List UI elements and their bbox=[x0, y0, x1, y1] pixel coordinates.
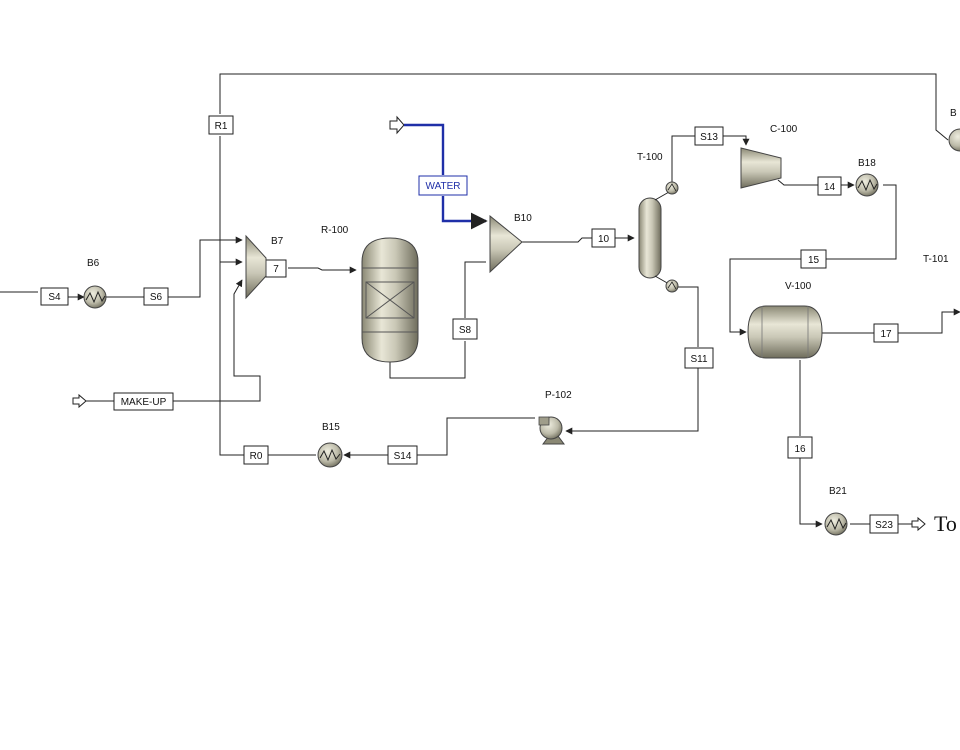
svg-text:B10: B10 bbox=[514, 213, 532, 224]
mixer-B10[interactable]: B10 bbox=[489, 213, 532, 274]
svg-text:B18: B18 bbox=[858, 158, 876, 169]
svg-text:S11: S11 bbox=[690, 354, 707, 365]
svg-text:7: 7 bbox=[273, 264, 279, 275]
column-T101-label: T-101 bbox=[923, 254, 949, 265]
svg-text:To: To bbox=[934, 511, 957, 536]
stream-label-R1[interactable]: R1 bbox=[208, 115, 234, 135]
stream-label-14[interactable]: 14 bbox=[817, 176, 842, 196]
water-stream bbox=[389, 115, 488, 230]
stream-label-S23[interactable]: S23 bbox=[869, 514, 899, 534]
svg-text:17: 17 bbox=[880, 329, 892, 340]
svg-text:14: 14 bbox=[824, 182, 836, 193]
svg-text:T-100: T-100 bbox=[637, 152, 663, 163]
mixer-B7[interactable]: B7 bbox=[245, 234, 284, 300]
heat-exchanger-B21[interactable]: B21 bbox=[824, 486, 848, 536]
reactor-R100[interactable]: R-100 bbox=[321, 225, 419, 363]
svg-text:T-101: T-101 bbox=[923, 254, 949, 265]
stream-label-10[interactable]: 10 bbox=[591, 228, 616, 248]
svg-text:S23: S23 bbox=[875, 520, 893, 531]
stream-label-17[interactable]: 17 bbox=[873, 323, 899, 343]
svg-text:C-100: C-100 bbox=[770, 124, 798, 135]
stream-label-S6[interactable]: S6 bbox=[143, 287, 169, 306]
compressor-C100[interactable]: C-100 bbox=[740, 124, 798, 189]
svg-text:R0: R0 bbox=[250, 451, 263, 462]
stream-label-15[interactable]: 15 bbox=[800, 249, 827, 269]
svg-text:MAKE-UP: MAKE-UP bbox=[121, 397, 167, 408]
stream-label-16[interactable]: 16 bbox=[787, 436, 813, 459]
svg-text:15: 15 bbox=[808, 255, 820, 266]
svg-text:S8: S8 bbox=[459, 325, 472, 336]
svg-text:WATER: WATER bbox=[426, 181, 461, 192]
svg-text:R-100: R-100 bbox=[321, 225, 349, 236]
stream-label-S8[interactable]: S8 bbox=[452, 318, 478, 340]
stream-label-S13[interactable]: S13 bbox=[694, 126, 724, 146]
stream-label-R0[interactable]: R0 bbox=[243, 445, 269, 465]
stream-label-MAKE-UP[interactable]: MAKE-UP bbox=[113, 392, 174, 411]
stream-label-7[interactable]: 7 bbox=[265, 259, 287, 278]
svg-text:B21: B21 bbox=[829, 486, 847, 497]
svg-text:S13: S13 bbox=[700, 132, 718, 143]
stream-label-WATER[interactable]: WATER bbox=[418, 175, 468, 196]
heat-exchanger-B6[interactable]: B6 bbox=[83, 258, 107, 309]
makeup-feed-arrow-icon bbox=[72, 393, 87, 409]
stream-label-S11[interactable]: S11 bbox=[684, 347, 714, 369]
svg-text:B: B bbox=[950, 108, 957, 119]
heat-exchanger-B-partial[interactable]: B bbox=[948, 108, 960, 152]
svg-text:10: 10 bbox=[598, 234, 610, 245]
product-arrow-icon bbox=[911, 516, 926, 532]
svg-text:B6: B6 bbox=[87, 258, 100, 269]
svg-text:B15: B15 bbox=[322, 422, 340, 433]
stream-lines bbox=[0, 73, 960, 528]
heat-exchanger-B18[interactable]: B18 bbox=[855, 158, 879, 197]
stream-label-S14[interactable]: S14 bbox=[387, 445, 418, 465]
to-annotation: To bbox=[934, 511, 957, 536]
flash-drum-V100[interactable]: V-100 bbox=[747, 281, 823, 359]
svg-text:R1: R1 bbox=[215, 121, 228, 132]
heat-exchanger-B15[interactable]: B15 bbox=[317, 422, 343, 468]
stream-label-S4[interactable]: S4 bbox=[40, 287, 69, 306]
svg-text:S4: S4 bbox=[48, 292, 61, 303]
svg-text:16: 16 bbox=[794, 444, 806, 455]
svg-text:P-102: P-102 bbox=[545, 390, 572, 401]
svg-text:S14: S14 bbox=[394, 451, 412, 462]
svg-text:S6: S6 bbox=[150, 292, 163, 303]
svg-text:V-100: V-100 bbox=[785, 281, 812, 292]
svg-text:B7: B7 bbox=[271, 236, 284, 247]
pump-P102[interactable]: P-102 bbox=[538, 390, 572, 445]
column-T100[interactable]: T-100 bbox=[637, 152, 679, 293]
